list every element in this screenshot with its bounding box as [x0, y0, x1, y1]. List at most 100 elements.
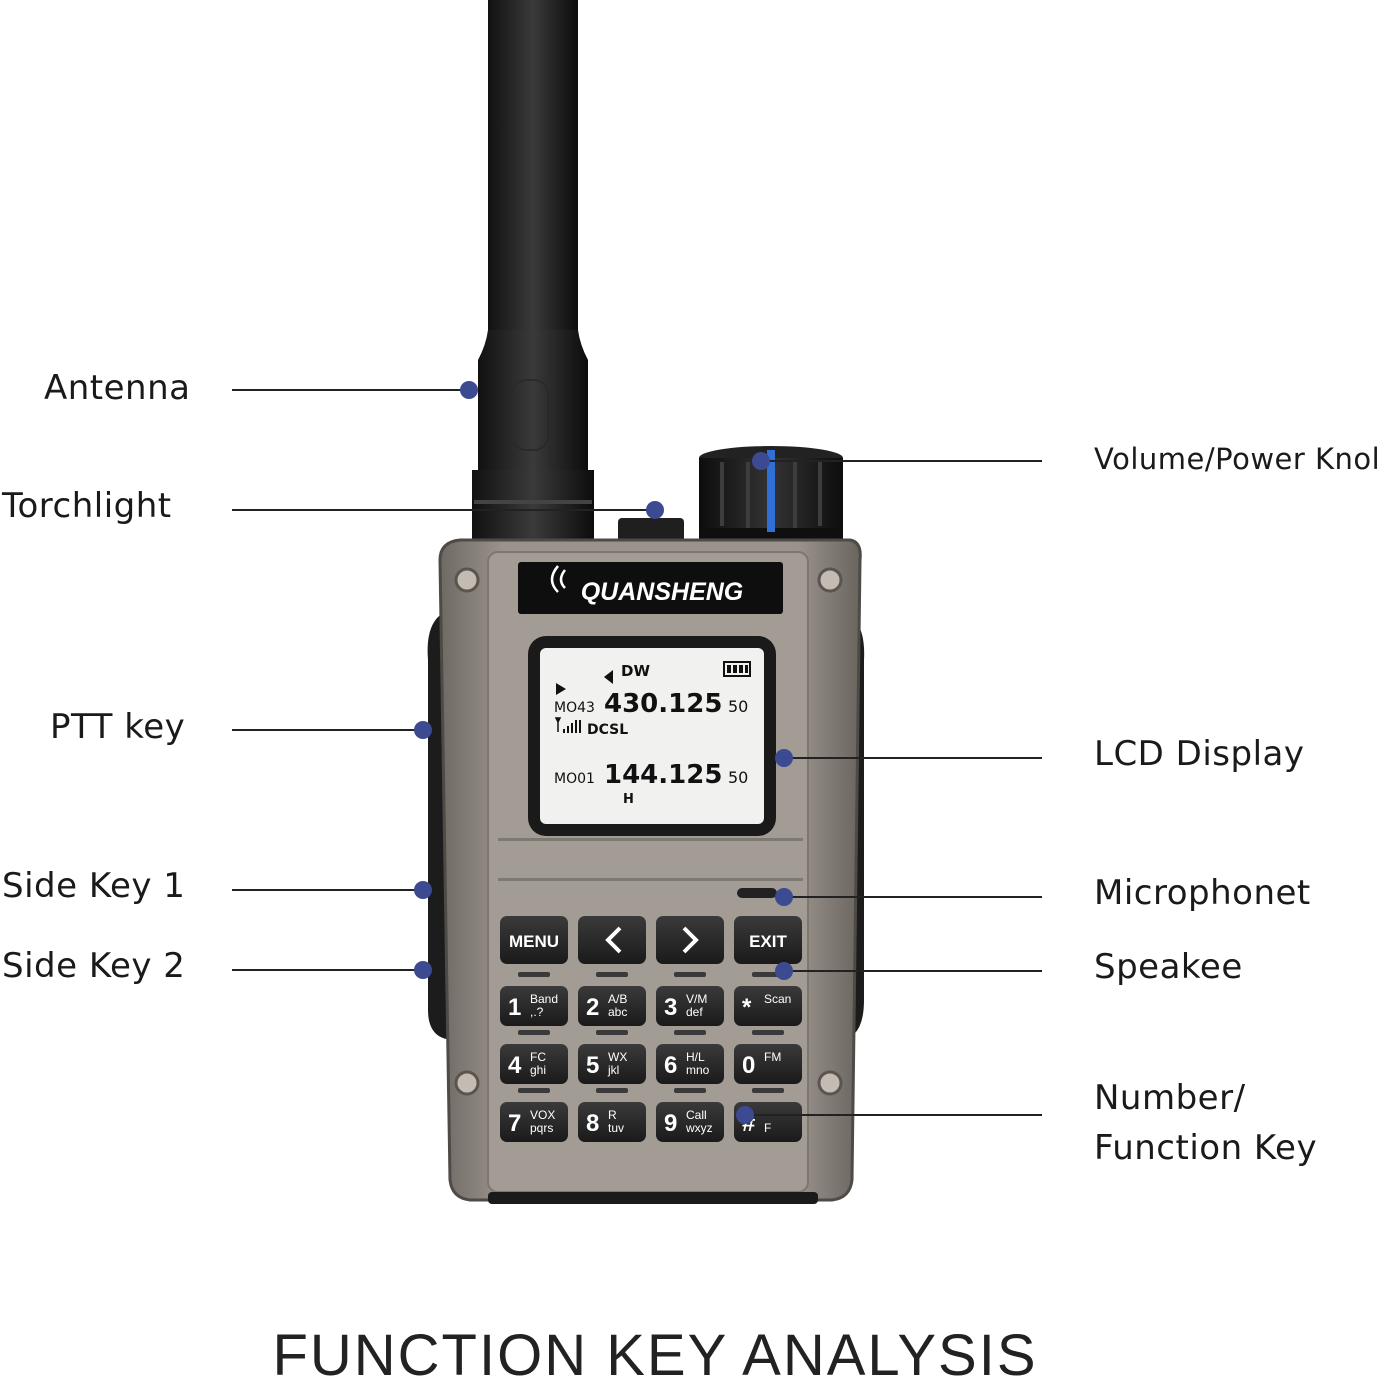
label-number-function-key: Number/ Function Key [1094, 1073, 1317, 1173]
leader-lcd-display [783, 757, 1042, 759]
marker-lcd-display [775, 749, 793, 767]
key-letters-label: jkl [607, 1063, 619, 1077]
key-function-label: A/B [608, 992, 627, 1006]
volume-knob-graphic [699, 446, 843, 548]
leader-speaker [783, 970, 1042, 972]
label-torchlight: Torchlight [2, 486, 172, 526]
left-arrow-key[interactable] [578, 916, 646, 964]
svg-text:50: 50 [728, 697, 748, 716]
label-side-key-2: Side Key 2 [2, 946, 186, 986]
key-function-label: FM [764, 1050, 781, 1064]
menu-key[interactable]: MENU [500, 916, 568, 964]
brand-logo: QUANSHENG [581, 578, 744, 606]
svg-text:DCSL: DCSL [587, 722, 628, 738]
label-number-function-key-line2: Function Key [1094, 1128, 1318, 1168]
key-letters-label: def [686, 1005, 703, 1019]
svg-text:430.125: 430.125 [604, 689, 722, 719]
label-volume-power-knob: Volume/Power Knol [1094, 442, 1381, 476]
svg-text:H: H [623, 792, 634, 807]
leader-volume-power-knob [760, 460, 1042, 462]
key-letters-label: pqrs [530, 1121, 553, 1135]
key-function-label: VOX [530, 1108, 555, 1122]
key-function-label: Call [686, 1108, 707, 1122]
marker-ptt-key [414, 721, 432, 739]
key-number: * [742, 994, 752, 1021]
key-function-label: Band [530, 992, 558, 1006]
key-0[interactable]: 0 FM [734, 1044, 802, 1084]
marker-antenna [460, 381, 478, 399]
key-number: 9 [664, 1110, 677, 1137]
leader-torchlight [232, 509, 654, 511]
key-number: 5 [586, 1052, 599, 1079]
svg-text:MENU: MENU [509, 932, 559, 951]
leader-antenna [232, 389, 468, 391]
label-number-function-key-line1: Number/ [1094, 1078, 1246, 1118]
marker-speaker [775, 962, 793, 980]
key-function-label: FC [530, 1050, 546, 1064]
key-number: 6 [664, 1052, 677, 1079]
leader-microphone [783, 896, 1042, 898]
label-antenna: Antenna [44, 368, 191, 408]
marker-torchlight [646, 501, 664, 519]
key-letters-label: mno [686, 1063, 710, 1077]
svg-text:MO43: MO43 [554, 700, 595, 716]
svg-text:50: 50 [728, 768, 748, 787]
lcd-screen [540, 648, 764, 824]
key-function-label: WX [608, 1050, 627, 1064]
lcd-content: DW MO43 430.125 50 DCSL MO01 144.125 50 … [554, 661, 751, 807]
key-number: 8 [586, 1110, 599, 1137]
key-function-label: H/L [686, 1050, 705, 1064]
exit-key[interactable]: EXIT [734, 916, 802, 964]
key-letters-label: F [764, 1121, 771, 1135]
brand-plate [518, 562, 783, 614]
screws [454, 567, 843, 1096]
key-letters-label: wxyz [685, 1121, 713, 1135]
label-microphone: Microphonet [1094, 873, 1311, 913]
key-number: 1 [508, 994, 521, 1021]
key-letters-label: abc [608, 1005, 627, 1019]
label-speaker: Speakee [1094, 947, 1243, 987]
marker-volume-power-knob [752, 452, 770, 470]
leader-number-function-key [744, 1114, 1042, 1116]
antenna-graphic [472, 0, 594, 540]
marker-side-key-2 [414, 961, 432, 979]
key-letters-label: tuv [608, 1121, 624, 1135]
key-function-label: Scan [764, 992, 791, 1006]
marker-side-key-1 [414, 881, 432, 899]
svg-text:144.125: 144.125 [604, 760, 722, 790]
marker-number-function-key [736, 1106, 754, 1124]
key-number: 7 [508, 1110, 521, 1137]
key-number: 3 [664, 994, 677, 1021]
svg-text:MO01: MO01 [554, 771, 595, 787]
leader-ptt-key [232, 729, 422, 731]
leader-side-key-2 [232, 969, 422, 971]
marker-microphone [775, 888, 793, 906]
microphone-hole [737, 888, 777, 898]
key-number: 2 [586, 994, 599, 1021]
svg-text:DW: DW [621, 662, 650, 680]
key-letters-label: ghi [530, 1063, 546, 1077]
svg-text:EXIT: EXIT [749, 932, 787, 951]
leader-side-key-1 [232, 889, 422, 891]
key-number: 4 [508, 1052, 522, 1079]
label-lcd-display: LCD Display [1094, 734, 1305, 774]
page-title: FUNCTION KEY ANALYSIS [272, 1323, 1038, 1388]
key-function-label: R [608, 1108, 617, 1122]
key-star[interactable]: * Scan [734, 986, 802, 1026]
key-function-label: V/M [686, 992, 707, 1006]
label-side-key-1: Side Key 1 [2, 866, 186, 906]
label-ptt-key: PTT key [50, 707, 186, 747]
key-number: 0 [742, 1052, 755, 1079]
right-arrow-key[interactable] [656, 916, 724, 964]
